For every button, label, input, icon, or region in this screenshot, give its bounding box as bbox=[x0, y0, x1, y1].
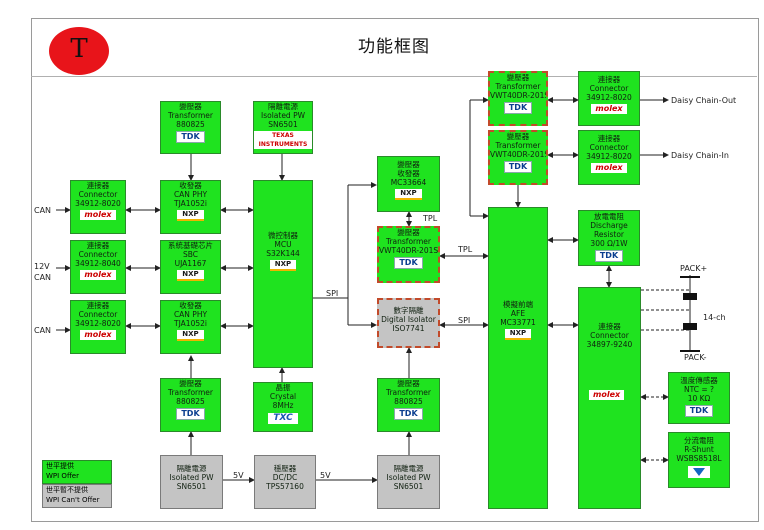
nxp-logo: NXP bbox=[177, 270, 204, 281]
molex-logo: molex bbox=[80, 330, 116, 340]
5v-label-1: 5V bbox=[233, 471, 244, 480]
tdk-logo: TDK bbox=[394, 257, 423, 269]
14ch-label: 14-ch bbox=[703, 313, 726, 322]
tdk-logo: TDK bbox=[594, 250, 624, 262]
molex-logo: molex bbox=[591, 104, 627, 114]
spi-label-1: SPI bbox=[326, 289, 339, 298]
molex-logo: molex bbox=[80, 210, 116, 220]
diagram-title: 功能框图 bbox=[358, 37, 430, 57]
logo-letter: T bbox=[70, 34, 88, 64]
molex-logo: molex bbox=[589, 390, 625, 400]
tpl-label-2: TPL bbox=[458, 245, 473, 254]
tdk-logo: TDK bbox=[503, 102, 533, 114]
tdk-logo: TDK bbox=[684, 405, 714, 417]
tdk-logo: TDK bbox=[176, 131, 205, 143]
vishay-logo bbox=[688, 466, 710, 478]
pack-plus-label: PACK+ bbox=[680, 264, 708, 273]
ti-logo: TEXAS INSTRUMENTS bbox=[254, 131, 312, 149]
tdk-logo: TDK bbox=[176, 408, 205, 420]
12v-label: 12V bbox=[34, 262, 50, 271]
nxp-logo: NXP bbox=[177, 210, 204, 221]
nxp-logo: NXP bbox=[504, 329, 532, 340]
nxp-logo: NXP bbox=[269, 260, 297, 271]
tdk-logo: TDK bbox=[503, 161, 533, 173]
nxp-logo: NXP bbox=[395, 189, 422, 200]
daisy-chain-in-label: Daisy Chain-In bbox=[671, 151, 729, 160]
nxp-logo: NXP bbox=[177, 330, 204, 341]
molex-logo: molex bbox=[591, 163, 627, 173]
cell-symbol bbox=[683, 293, 697, 300]
5v-label-2: 5V bbox=[320, 471, 331, 480]
tdk-logo: TDK bbox=[394, 408, 423, 420]
pack-minus-label: PACK- bbox=[684, 353, 707, 362]
daisy-chain-out-label: Daisy Chain-Out bbox=[671, 96, 737, 105]
spi-label-2: SPI bbox=[458, 316, 471, 325]
molex-logo: molex bbox=[80, 270, 116, 280]
company-logo: T bbox=[49, 27, 109, 75]
can2-label: CAN bbox=[34, 326, 52, 335]
cell-symbol bbox=[683, 323, 697, 330]
title-bar: 功能框图 bbox=[31, 18, 757, 77]
txc-logo: TXC bbox=[268, 413, 298, 424]
can-mid-label: CAN bbox=[34, 273, 52, 282]
tpl-label-1: TPL bbox=[423, 214, 438, 223]
can1-label: CAN bbox=[34, 206, 52, 215]
